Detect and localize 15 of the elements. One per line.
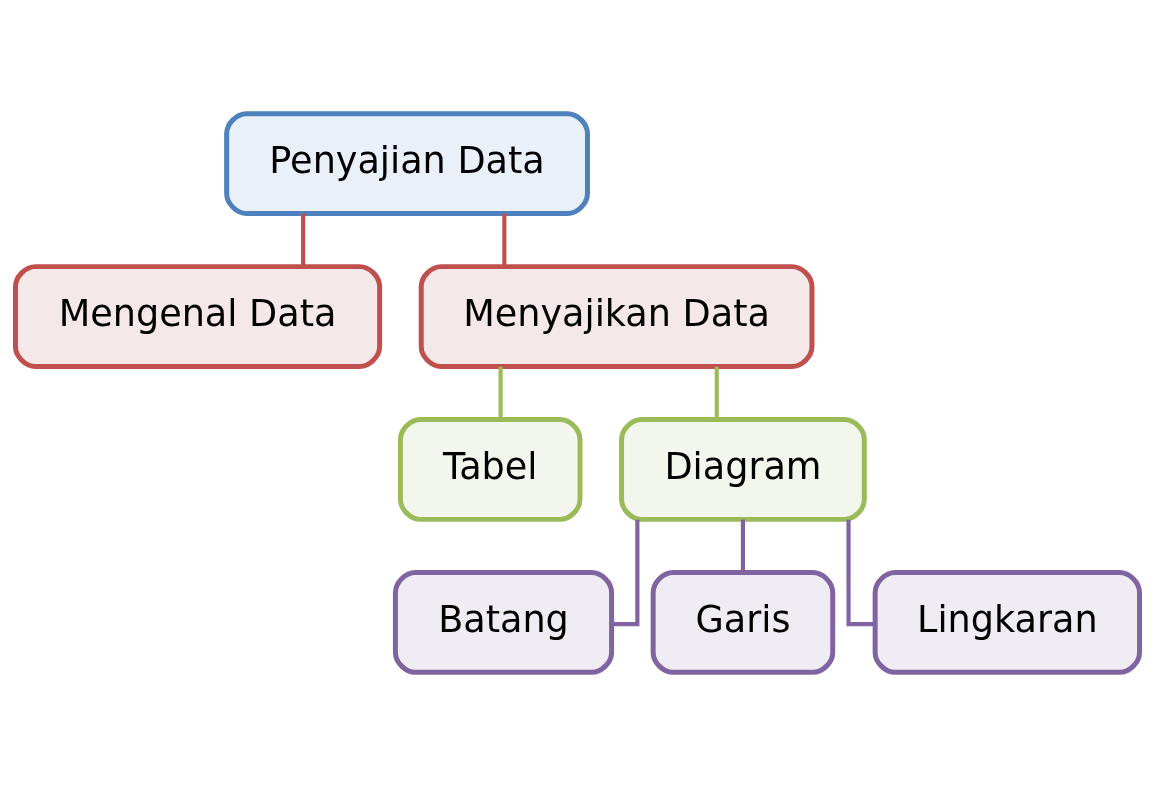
connector	[502, 213, 507, 267]
connector	[740, 519, 746, 573]
connector	[846, 519, 875, 627]
node-box: Mengenal Data	[13, 264, 383, 369]
node-box: Batang	[392, 570, 615, 675]
node-box: Diagram	[619, 417, 867, 522]
connector	[301, 213, 306, 267]
connector	[714, 366, 719, 420]
node-box: Menyajikan Data	[418, 264, 815, 369]
node-box: Penyajian Data	[224, 111, 590, 216]
node-box: Garis	[650, 570, 836, 675]
connector	[612, 519, 640, 627]
node-box: Lingkaran	[872, 570, 1142, 675]
node-box: Tabel	[397, 417, 583, 522]
connector	[498, 366, 503, 420]
